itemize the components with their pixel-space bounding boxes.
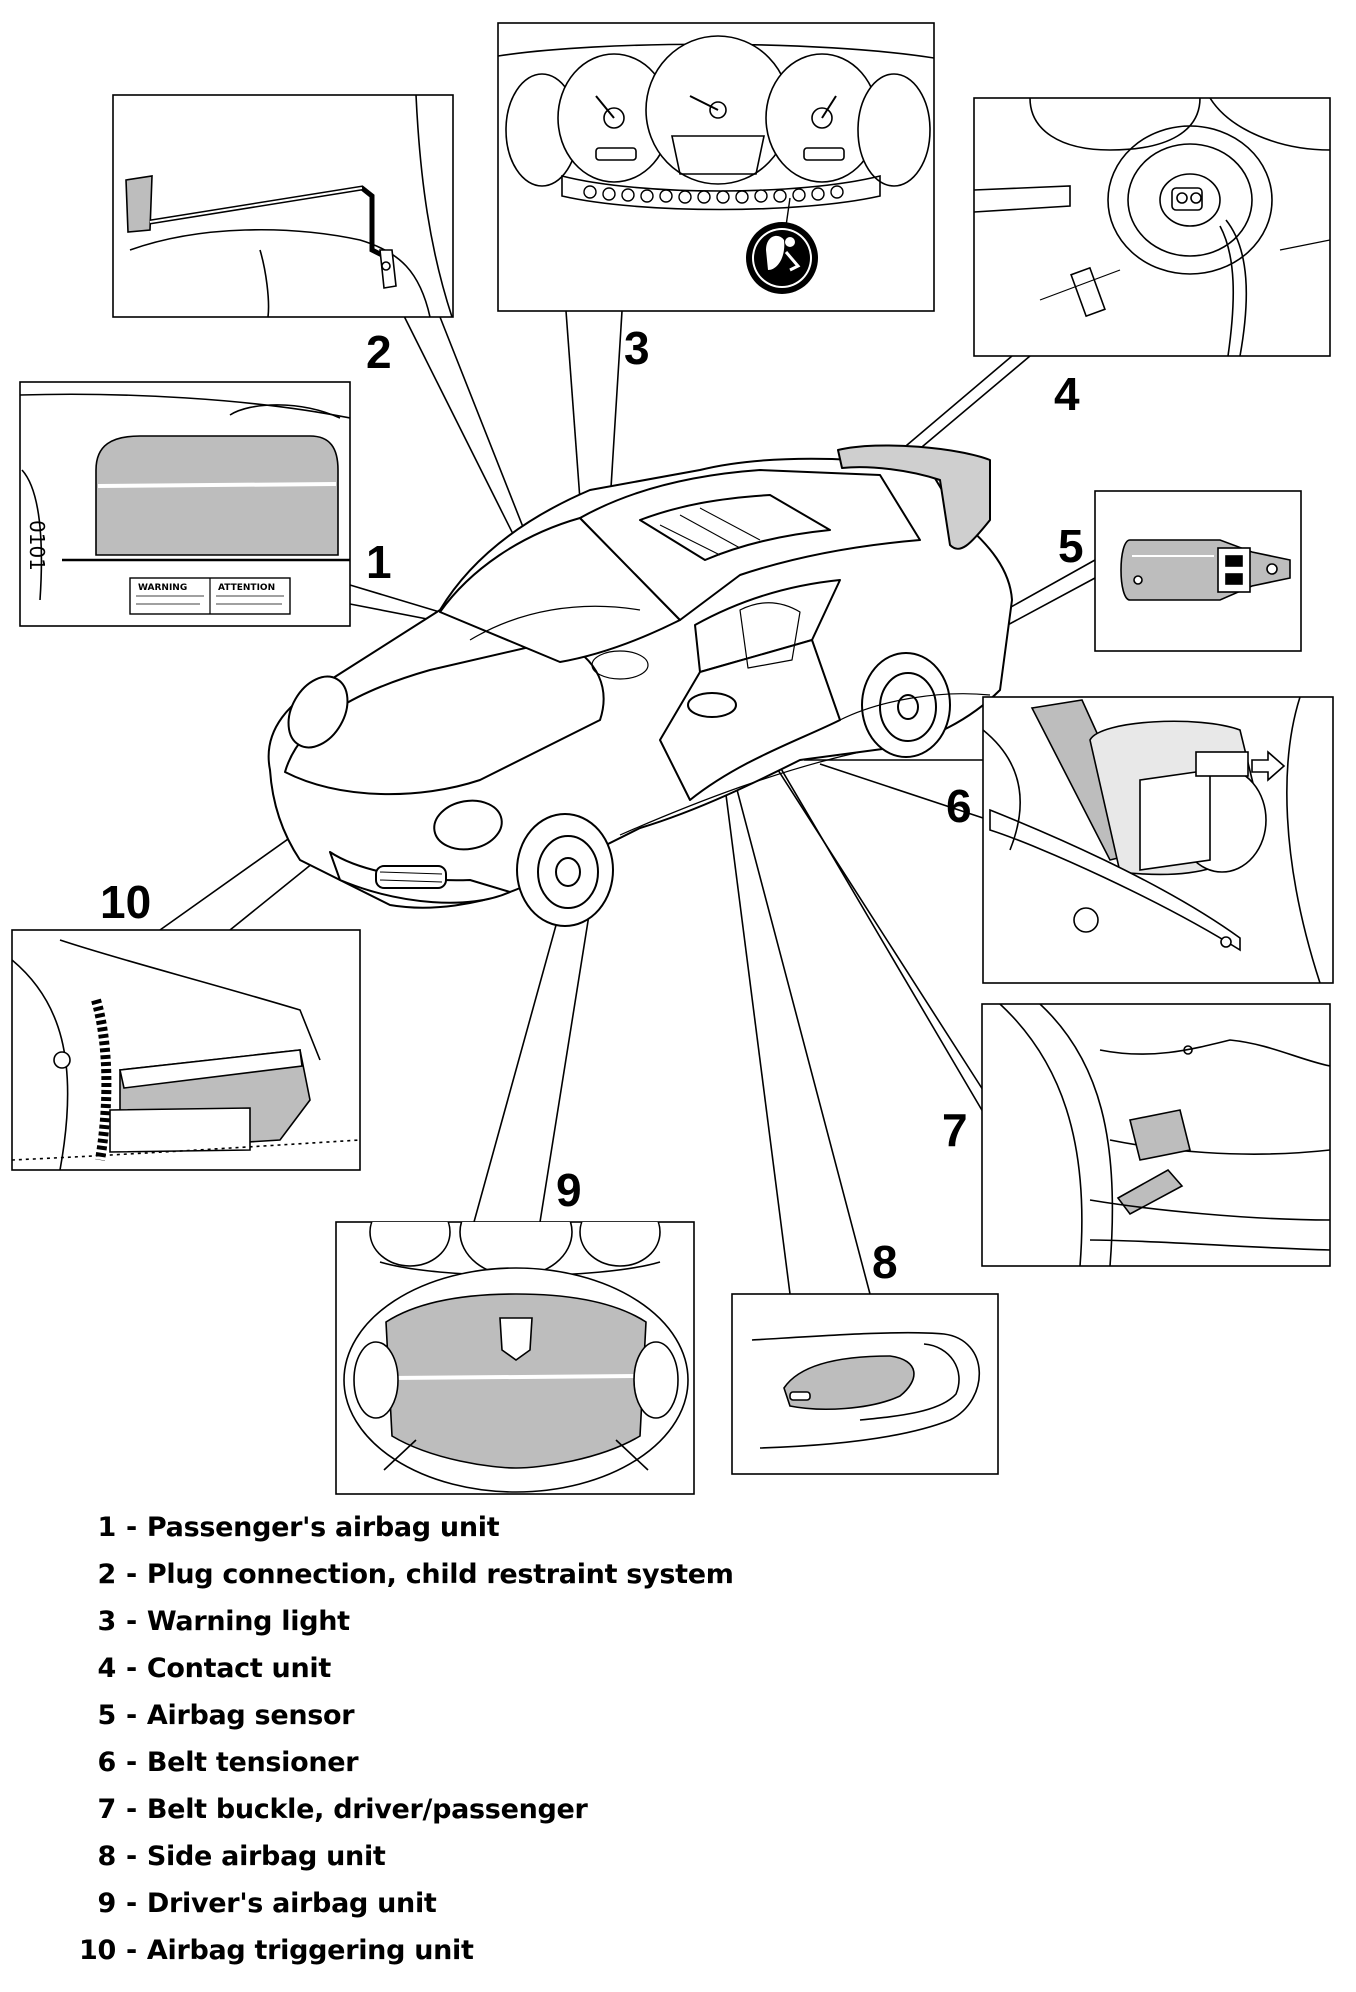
legend-item: 9-Driver's airbag unit [40, 1888, 800, 1935]
car-illustration [267, 444, 1013, 927]
callout-4: 4 [1054, 368, 1080, 420]
legend-text: Driver's airbag unit [146, 1888, 437, 1919]
warning-light-dots [583, 185, 844, 204]
legend-separator: - [126, 1559, 137, 1590]
inset-instrument-cluster [497, 22, 935, 312]
legend-text: Belt tensioner [146, 1747, 359, 1778]
legend-number: 6 [97, 1747, 117, 1778]
legend-number: 8 [97, 1841, 117, 1872]
component-legend: 1-Passenger's airbag unit 2-Plug connect… [40, 1512, 800, 1982]
legend-separator: - [126, 1653, 137, 1684]
legend-item: 7-Belt buckle, driver/passenger [40, 1794, 800, 1841]
legend-separator: - [126, 1841, 137, 1872]
legend-item: 4-Contact unit [40, 1653, 800, 1700]
legend-separator: - [126, 1935, 137, 1966]
legend-text: Side airbag unit [146, 1841, 386, 1872]
legend-number: 3 [97, 1606, 117, 1637]
callout-7: 7 [942, 1104, 968, 1156]
legend-separator: - [126, 1747, 137, 1778]
callout-9: 9 [556, 1164, 582, 1216]
callout-10: 10 [100, 876, 151, 928]
callout-6: 6 [946, 780, 972, 832]
legend-text: Passenger's airbag unit [146, 1512, 500, 1543]
legend-separator: - [126, 1512, 137, 1543]
legend-number: 4 [97, 1653, 117, 1684]
legend-item: 1-Passenger's airbag unit [40, 1512, 800, 1559]
inset-passenger-airbag: WARNING ATTENTION 0101 [19, 381, 351, 627]
legend-item: 10-Airbag triggering unit [40, 1935, 800, 1982]
legend-text: Airbag triggering unit [146, 1935, 474, 1966]
inset-triggering-unit [11, 929, 361, 1171]
leader-6b [819, 763, 984, 819]
legend-text: Warning light [146, 1606, 350, 1637]
callout-2: 2 [366, 326, 392, 378]
inset-belt-buckle [981, 1003, 1331, 1267]
legend-item: 2-Plug connection, child restraint syste… [40, 1559, 800, 1606]
callout-8: 8 [872, 1236, 898, 1288]
legend-separator: - [126, 1888, 137, 1919]
legend-text: Belt buckle, driver/passenger [146, 1794, 588, 1825]
leader-8b [725, 747, 871, 1295]
legend-text: Contact unit [146, 1653, 331, 1684]
warning-label: WARNING [138, 583, 187, 593]
attention-label: ATTENTION [218, 583, 275, 593]
inset-driver-airbag [335, 1221, 695, 1495]
legend-item: 5-Airbag sensor [40, 1700, 800, 1747]
legend-number: 5 [97, 1700, 117, 1731]
callout-numbers: 1 2 3 4 5 6 7 8 9 10 [100, 322, 1084, 1288]
inset-belt-tensioner [982, 696, 1334, 984]
legend-number: 9 [97, 1888, 117, 1919]
legend-separator: - [126, 1700, 137, 1731]
leader-lines [159, 299, 1096, 1295]
callout-3: 3 [624, 322, 650, 374]
inset-side-airbag [731, 1293, 999, 1475]
legend-number: 1 [97, 1512, 117, 1543]
leader-7b [769, 749, 984, 1113]
inset-airbag-sensor [1094, 490, 1302, 652]
legend-item: 6-Belt tensioner [40, 1747, 800, 1794]
leader-1 [349, 584, 454, 617]
legend-item: 8-Side airbag unit [40, 1841, 800, 1888]
leader-8a [719, 747, 791, 1295]
airbag-warning-icon [746, 197, 818, 294]
legend-separator: - [126, 1606, 137, 1637]
legend-text: Airbag sensor [146, 1700, 355, 1731]
callout-1: 1 [366, 536, 392, 588]
leader-7a [761, 744, 984, 1091]
legend-item: 3-Warning light [40, 1606, 800, 1653]
legend-number: 10 [79, 1935, 116, 1966]
legend-number: 2 [97, 1559, 117, 1590]
legend-separator: - [126, 1794, 137, 1825]
svg-text:0101: 0101 [25, 520, 49, 571]
inset-plug-connection [112, 94, 454, 318]
legend-text: Plug connection, child restraint system [146, 1559, 734, 1590]
inset-contact-unit [973, 97, 1331, 357]
legend-number: 7 [97, 1794, 117, 1825]
callout-5: 5 [1058, 520, 1084, 572]
